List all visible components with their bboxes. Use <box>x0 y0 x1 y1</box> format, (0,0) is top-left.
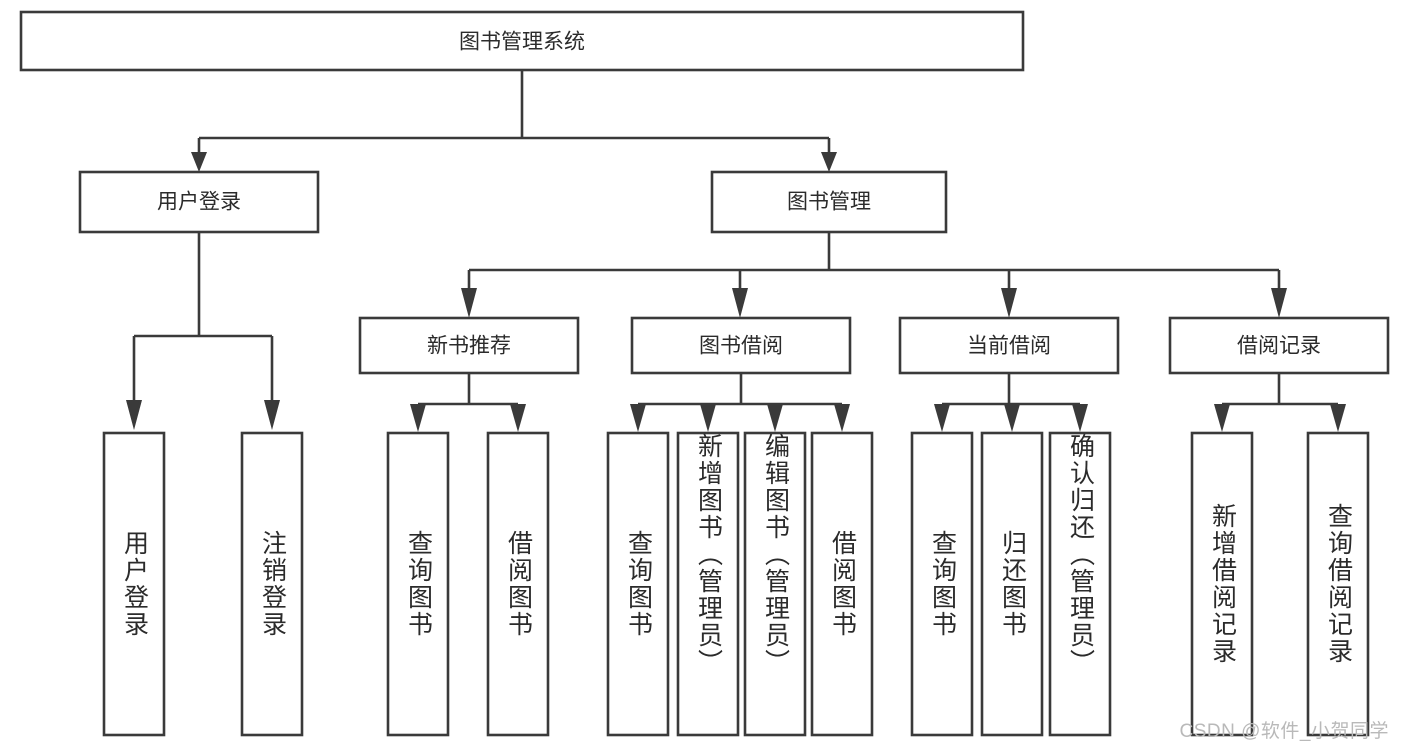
node-book-management-box[interactable] <box>710 170 948 234</box>
arrow-nbr-leaf1 <box>510 404 526 432</box>
watermark: CSDN @软件_小贺同学 <box>1179 721 1389 742</box>
connector-borrow-records-to-leaves <box>1214 373 1346 432</box>
arrow-bb-leaf3 <box>834 404 850 432</box>
node-borrow-records-box[interactable] <box>1168 316 1390 375</box>
arrow-bb-leaf0 <box>630 404 646 432</box>
node-root-label: 图书管理系统 <box>459 31 585 54</box>
leaf-box-current-borrow-0[interactable] <box>910 431 974 737</box>
leaf-box-current-borrow-2[interactable] <box>1048 431 1112 737</box>
node-new-book-recommend[interactable]: 新书推荐 <box>358 316 580 375</box>
leaf-box-current-borrow-1[interactable] <box>980 431 1044 737</box>
connector-new-book-rec-to-leaves <box>410 373 526 432</box>
arrow-to-user-login <box>191 152 207 172</box>
leaf-box-book-borrow-2[interactable] <box>743 431 807 737</box>
node-new-book-recommend-label: 新书推荐 <box>427 335 511 358</box>
node-new-book-recommend-box[interactable] <box>358 316 580 375</box>
connector-book-mgmt-to-level3 <box>461 232 1287 318</box>
arrow-to-book-borrow <box>732 288 748 318</box>
leaf-box-borrow-records-0[interactable] <box>1190 431 1254 737</box>
leaf-box-borrow-records-1[interactable] <box>1306 431 1370 737</box>
leaf-box-user-login-0[interactable] <box>102 431 166 737</box>
node-root[interactable]: 图书管理系统 <box>19 10 1025 72</box>
node-current-borrow-label: 当前借阅 <box>967 335 1051 358</box>
arrow-br-leaf0 <box>1214 404 1230 432</box>
arrow-bb-leaf2 <box>767 404 783 432</box>
arrow-user-login-leaf0 <box>126 400 142 430</box>
leaf-box-new-book-rec-0[interactable] <box>386 431 450 737</box>
node-root-box[interactable] <box>19 10 1025 72</box>
leaf-box-user-login-1[interactable] <box>240 431 304 737</box>
arrow-cb-leaf2 <box>1072 404 1088 432</box>
leaf-box-book-borrow-3[interactable] <box>810 431 874 737</box>
arrow-nbr-leaf0 <box>410 404 426 432</box>
leaf-box-new-book-rec-1[interactable] <box>486 431 550 737</box>
arrow-bb-leaf1 <box>700 404 716 432</box>
node-book-borrow[interactable]: 图书借阅 <box>630 316 852 375</box>
arrow-cb-leaf0 <box>934 404 950 432</box>
arrow-to-current-borrow <box>1001 288 1017 318</box>
connector-root-to-level2 <box>191 70 837 172</box>
node-current-borrow[interactable]: 当前借阅 <box>898 316 1120 375</box>
leaf-box-book-borrow-1[interactable] <box>676 431 740 737</box>
node-borrow-records-label: 借阅记录 <box>1237 335 1321 358</box>
arrow-user-login-leaf1 <box>264 400 280 430</box>
arrow-br-leaf1 <box>1330 404 1346 432</box>
leaf-box-book-borrow-0[interactable] <box>606 431 670 737</box>
arrow-to-book-mgmt <box>821 152 837 172</box>
arrow-to-new-book-rec <box>461 288 477 318</box>
connector-book-borrow-to-leaves <box>630 373 850 432</box>
node-borrow-records[interactable]: 借阅记录 <box>1168 316 1390 375</box>
node-book-borrow-label: 图书借阅 <box>699 335 783 358</box>
arrow-to-borrow-records <box>1271 288 1287 318</box>
arrow-cb-leaf1 <box>1004 404 1020 432</box>
connector-user-login-to-leaves <box>126 232 280 430</box>
node-user-login[interactable]: 用户登录 <box>78 170 320 234</box>
node-book-borrow-box[interactable] <box>630 316 852 375</box>
node-book-management-label: 图书管理 <box>787 191 871 214</box>
node-current-borrow-box[interactable] <box>898 316 1120 375</box>
node-user-login-label: 用户登录 <box>157 191 241 214</box>
connector-current-borrow-to-leaves <box>934 373 1088 432</box>
node-book-management[interactable]: 图书管理 <box>710 170 948 234</box>
